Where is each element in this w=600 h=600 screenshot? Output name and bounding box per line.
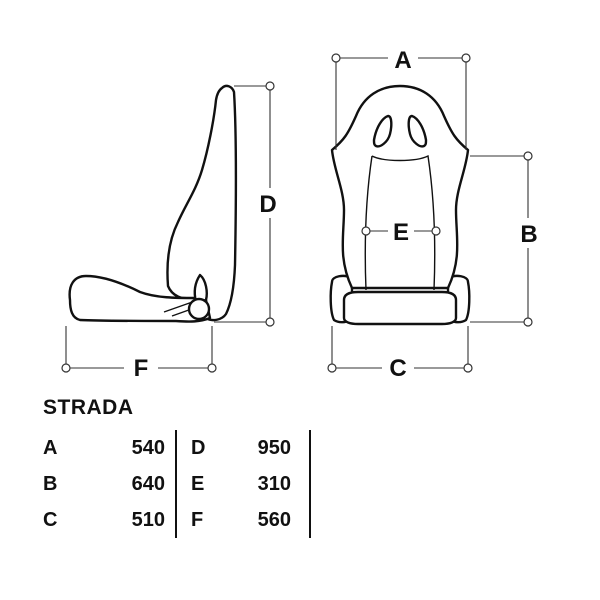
dimension-value: 310: [247, 466, 311, 502]
side-cushion: [68, 274, 212, 323]
dimension-table: A 540 D 950 B 640 E 310 C 510 F 560: [43, 430, 311, 538]
dimension-f-right-endpoint: [207, 363, 217, 373]
dimension-key: A: [43, 436, 58, 459]
dimension-key: B: [43, 472, 58, 495]
dimension-b-label: B: [520, 221, 537, 248]
dimension-value: 540: [131, 436, 165, 459]
dimension-f-left-endpoint: [61, 363, 71, 373]
seat-dimension-diagram: D F A: [61, 47, 538, 382]
dimension-c-left-endpoint: [327, 363, 337, 373]
dimension-d-label: D: [259, 191, 276, 218]
front-backrest: [330, 84, 470, 290]
front-center-panel: [364, 154, 436, 291]
dimension-e-left-endpoint: [361, 226, 371, 236]
dimension-b-top-endpoint: [523, 151, 533, 161]
dimension-d-top-endpoint: [265, 81, 275, 91]
dimension-e-right-endpoint: [431, 226, 441, 236]
dimension-d-bottom-endpoint: [265, 317, 275, 327]
dimension-key: C: [43, 508, 58, 531]
dimension-f: F: [61, 326, 217, 382]
dimension-b: B: [470, 151, 538, 327]
dimension-e-label: E: [393, 219, 409, 246]
dimension-value: 510: [131, 508, 165, 531]
dimension-a-right-endpoint: [461, 53, 471, 63]
dimension-key: F: [175, 502, 247, 538]
dimension-key: D: [175, 430, 247, 466]
dimension-c-right-endpoint: [463, 363, 473, 373]
front-harness-slot-right: [407, 114, 428, 148]
dimension-b-bottom-endpoint: [523, 317, 533, 327]
dimension-value: 640: [131, 472, 165, 495]
front-view: [329, 84, 471, 326]
side-view: [68, 84, 238, 323]
dimension-value: 950: [247, 430, 311, 466]
model-name: STRADA: [43, 396, 134, 419]
dimension-a-left-endpoint: [331, 53, 341, 63]
dimension-e: E: [361, 219, 441, 246]
dimension-a: A: [331, 47, 471, 150]
dimension-c: C: [327, 326, 473, 382]
front-harness-slot-left: [372, 114, 393, 148]
dimension-a-label: A: [394, 47, 411, 74]
table-row: A 540 D 950: [43, 430, 311, 466]
spec-panel: STRADA A 540 D 950 B 640 E 310 C 510 F 5…: [43, 396, 311, 538]
side-hinge-knob: [187, 297, 211, 321]
table-row: B 640 E 310: [43, 466, 311, 502]
dimension-f-label: F: [134, 355, 149, 382]
dimension-d: D: [214, 81, 277, 327]
front-cushion: [342, 290, 458, 326]
table-row: C 510 F 560: [43, 502, 311, 538]
dimension-c-label: C: [389, 355, 406, 382]
dimension-value: 560: [247, 502, 311, 538]
dimension-key: E: [175, 466, 247, 502]
